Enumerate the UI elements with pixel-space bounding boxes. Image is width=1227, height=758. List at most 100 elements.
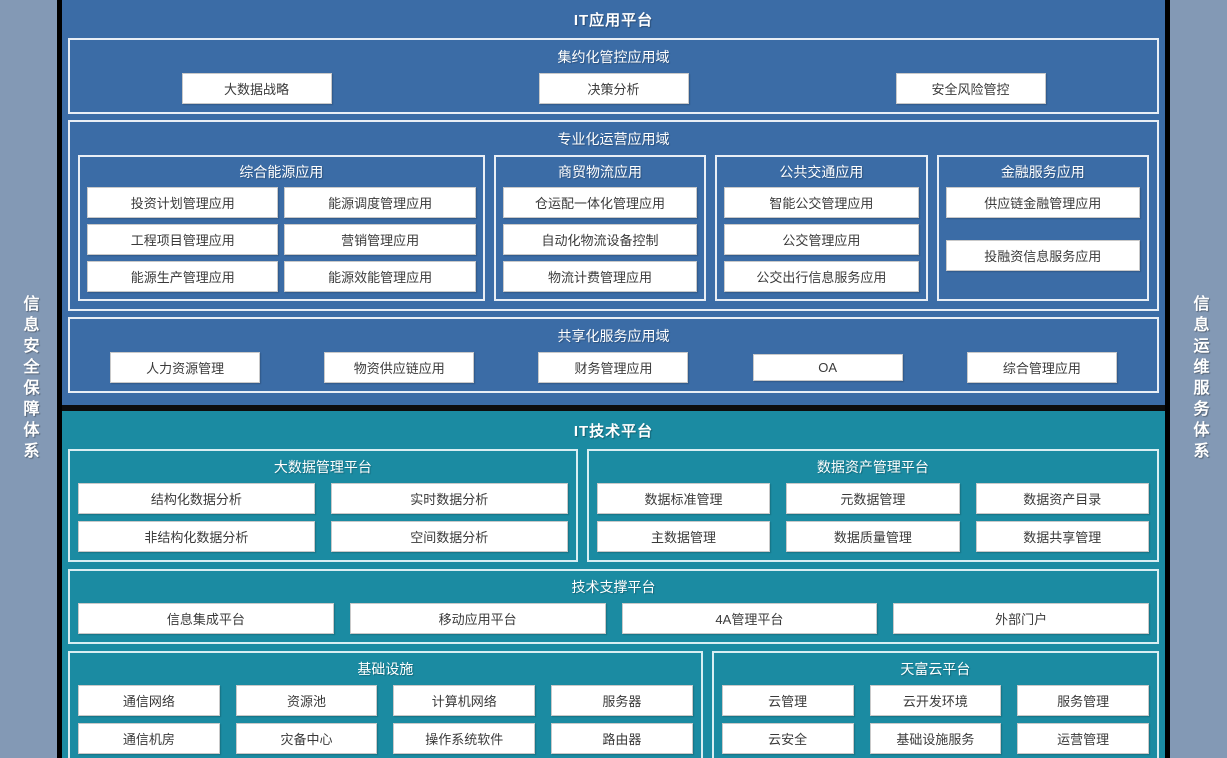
technology-chip[interactable]: 路由器 [551, 723, 693, 754]
it-application-platform-title: IT应用平台 [573, 12, 654, 29]
technology-chip[interactable]: 外部门户 [893, 603, 1149, 634]
right-rail-divider [1165, 0, 1170, 758]
application-group-grid: 供应链金融管理应用投融资信息服务应用 [945, 187, 1141, 271]
technology-chip[interactable]: 服务器 [551, 685, 693, 716]
application-chip[interactable]: 工程项目管理应用 [87, 224, 279, 255]
application-domain: 共享化服务应用域人力资源管理 物资供应链应用 财务管理应用 OA 综合管理应用 [68, 317, 1159, 393]
application-chip[interactable]: 投融资信息服务应用 [945, 240, 1141, 271]
technology-chip[interactable]: 运营管理 [1017, 723, 1149, 754]
technology-panel-title: 数据资产管理平台 [816, 459, 929, 475]
application-chip[interactable]: 仓运配一体化管理应用 [502, 187, 698, 218]
application-chip[interactable]: 公交出行信息服务应用 [724, 261, 919, 292]
application-chip[interactable]: 能源效能管理应用 [284, 261, 476, 292]
application-chip[interactable]: 供应链金融管理应用 [945, 187, 1141, 218]
technology-panel-grid: 通信网络资源池计算机网络服务器通信机房灾备中心操作系统软件路由器 [78, 685, 693, 754]
application-chip-row: 大数据战略 决策分析 安全风险管控 [78, 73, 1149, 104]
application-chip[interactable]: 财务管理应用 [538, 352, 689, 383]
technology-chip[interactable]: 通信机房 [78, 723, 220, 754]
technology-chip[interactable]: 基础设施服务 [869, 723, 1002, 754]
technology-chip[interactable]: 云安全 [721, 723, 854, 754]
technology-chip[interactable]: 通信网络 [78, 685, 220, 716]
application-chip[interactable]: 综合管理应用 [966, 352, 1117, 383]
technology-panel-grid: 数据标准管理元数据管理数据资产目录主数据管理数据质量管理数据共享管理 [596, 483, 1149, 552]
application-domain: 专业化运营应用域综合能源应用投资计划管理应用能源调度管理应用工程项目管理应用营销… [68, 120, 1159, 311]
technology-panel-row: 大数据管理平台结构化数据分析实时数据分析非结构化数据分析空间数据分析数据资产管理… [68, 449, 1159, 562]
application-chip[interactable]: 智能公交管理应用 [724, 187, 919, 218]
application-group-title: 金融服务应用 [1000, 164, 1085, 180]
technology-chip[interactable]: 结构化数据分析 [78, 483, 315, 514]
application-group: 公共交通应用智能公交管理应用公交管理应用公交出行信息服务应用 [715, 155, 928, 301]
application-chip[interactable]: 投资计划管理应用 [87, 187, 279, 218]
application-chip[interactable]: 人力资源管理 [110, 352, 261, 383]
right-rail-label: 信息运维服务体系 [1190, 295, 1208, 463]
application-group-row: 综合能源应用投资计划管理应用能源调度管理应用工程项目管理应用营销管理应用能源生产… [78, 155, 1150, 301]
left-rail-label: 信息安全保障体系 [20, 295, 38, 463]
application-chip[interactable]: 安全风险管控 [895, 73, 1046, 104]
technology-chip[interactable]: 云开发环境 [869, 685, 1002, 716]
technology-panel: 基础设施通信网络资源池计算机网络服务器通信机房灾备中心操作系统软件路由器 [68, 651, 703, 758]
application-group: 金融服务应用供应链金融管理应用投融资信息服务应用 [936, 155, 1150, 301]
technology-chip[interactable]: 数据标准管理 [596, 483, 771, 514]
application-chip[interactable]: 决策分析 [538, 73, 689, 104]
technology-panel: 数据资产管理平台数据标准管理元数据管理数据资产目录主数据管理数据质量管理数据共享… [586, 449, 1159, 562]
technology-chip[interactable]: 4A管理平台 [621, 603, 878, 634]
it-application-platform: IT应用平台 集约化管控应用域大数据战略 决策分析 安全风险管控专业化运营应用域综合… [62, 0, 1165, 408]
application-chip [946, 224, 1140, 234]
technology-panel-grid: 结构化数据分析实时数据分析非结构化数据分析空间数据分析 [78, 483, 568, 552]
technology-chip[interactable]: 数据共享管理 [975, 521, 1149, 552]
technology-chip[interactable]: 灾备中心 [235, 723, 378, 754]
it-technology-platform: IT技术平台 大数据管理平台结构化数据分析实时数据分析非结构化数据分析空间数据分… [62, 408, 1165, 758]
application-chip[interactable]: 公交管理应用 [724, 224, 919, 255]
technology-chip[interactable]: 实时数据分析 [330, 483, 568, 514]
application-group-title: 综合能源应用 [239, 164, 324, 180]
technology-chip[interactable]: 空间数据分析 [330, 521, 568, 552]
application-domain-title: 专业化运营应用域 [557, 131, 670, 147]
application-chip[interactable]: 自动化物流设备控制 [502, 224, 698, 255]
application-group-grid: 智能公交管理应用公交管理应用公交出行信息服务应用 [724, 187, 919, 292]
application-group-title: 商贸物流应用 [558, 164, 642, 180]
application-chip-row: 人力资源管理 物资供应链应用 财务管理应用 OA 综合管理应用 [78, 352, 1149, 383]
technology-chip[interactable]: 信息集成平台 [78, 603, 334, 634]
application-chip[interactable]: 大数据战略 [181, 73, 332, 104]
technology-panel-title: 基础设施 [357, 661, 414, 677]
application-domain-title: 集约化管控应用域 [557, 49, 670, 65]
right-rail-information-operations: 信息运维服务体系 [1170, 0, 1227, 758]
application-group-grid: 仓运配一体化管理应用自动化物流设备控制物流计费管理应用 [502, 187, 698, 292]
technology-chip[interactable]: 数据质量管理 [786, 521, 960, 552]
left-rail-information-security: 信息安全保障体系 [0, 0, 57, 758]
technology-chip[interactable]: 服务管理 [1017, 685, 1149, 716]
technology-chip[interactable]: 云管理 [721, 685, 854, 716]
application-chip[interactable]: 能源生产管理应用 [87, 261, 279, 292]
technology-panel-title: 天富云平台 [900, 661, 971, 677]
it-technology-platform-title: IT技术平台 [573, 423, 654, 440]
technology-panel: 天富云平台云管理云开发环境服务管理云安全基础设施服务运营管理 [711, 651, 1159, 758]
technology-chip[interactable]: 操作系统软件 [393, 723, 536, 754]
technology-chip[interactable]: 主数据管理 [596, 521, 771, 552]
application-domain: 集约化管控应用域大数据战略 决策分析 安全风险管控 [68, 38, 1159, 114]
application-chip[interactable]: 能源调度管理应用 [284, 187, 476, 218]
technology-panel-grid: 信息集成平台移动应用平台 4A管理平台外部门户 [78, 603, 1149, 634]
application-group-title: 公共交通应用 [779, 164, 864, 180]
center-column: IT应用平台 集约化管控应用域大数据战略 决策分析 安全风险管控专业化运营应用域综合… [62, 0, 1165, 758]
application-chip[interactable]: 物资供应链应用 [324, 352, 475, 383]
technology-chip[interactable]: 非结构化数据分析 [78, 521, 315, 552]
application-chip[interactable]: 物流计费管理应用 [502, 261, 698, 292]
application-chip[interactable]: 营销管理应用 [284, 224, 476, 255]
application-chip[interactable]: OA [752, 354, 903, 381]
technology-panel: 大数据管理平台结构化数据分析实时数据分析非结构化数据分析空间数据分析 [68, 449, 578, 562]
technology-chip[interactable]: 计算机网络 [393, 685, 536, 716]
application-domain-list: 集约化管控应用域大数据战略 决策分析 安全风险管控专业化运营应用域综合能源应用投资计… [62, 38, 1165, 393]
application-group: 综合能源应用投资计划管理应用能源调度管理应用工程项目管理应用营销管理应用能源生产… [78, 155, 485, 301]
technology-chip[interactable]: 元数据管理 [786, 483, 960, 514]
application-group: 商贸物流应用仓运配一体化管理应用自动化物流设备控制物流计费管理应用 [493, 155, 707, 301]
technology-panel-row: 基础设施通信网络资源池计算机网络服务器通信机房灾备中心操作系统软件路由器天富云平… [68, 651, 1159, 758]
technology-panel-title: 大数据管理平台 [273, 459, 372, 475]
technology-chip[interactable]: 资源池 [235, 685, 378, 716]
application-domain-title: 共享化服务应用域 [557, 328, 670, 344]
application-group-grid: 投资计划管理应用能源调度管理应用工程项目管理应用营销管理应用能源生产管理应用能源… [87, 187, 476, 292]
technology-chip[interactable]: 移动应用平台 [349, 603, 606, 634]
technology-chip[interactable]: 数据资产目录 [975, 483, 1149, 514]
